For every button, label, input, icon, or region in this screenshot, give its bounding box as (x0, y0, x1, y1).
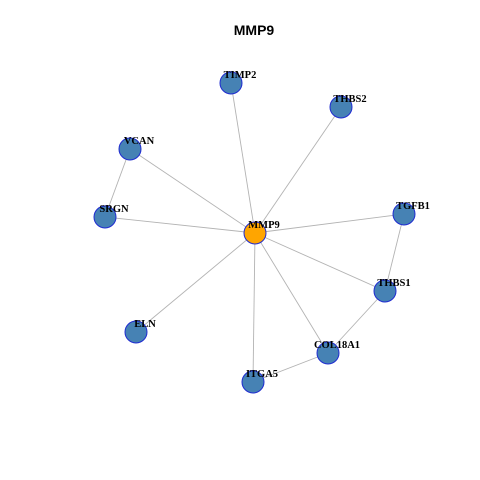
edge-tgfb1-thbs1 (384, 213, 405, 292)
node-circle (243, 221, 267, 245)
node-circle (392, 202, 416, 226)
edge-mmp9-itga5 (252, 232, 256, 383)
node-label: THBS2 (333, 94, 366, 105)
node-col18a1: COL18A1 (314, 340, 360, 365)
edge-col18a1-itga5 (252, 352, 329, 383)
edge-mmp9-thbs2 (254, 106, 342, 234)
node-mmp9: MMP9 (243, 220, 280, 245)
node-circle (219, 71, 243, 95)
node-circle (373, 279, 397, 303)
node-vcan: VCAN (118, 136, 155, 161)
node-label: VCAN (124, 136, 155, 147)
edge-mmp9-tgfb1 (254, 213, 405, 234)
edge-mmp9-vcan (129, 148, 256, 234)
node-label: MMP9 (248, 220, 280, 231)
node-timp2: TIMP2 (219, 70, 257, 95)
node-circle (118, 137, 142, 161)
node-circle (241, 370, 265, 394)
node-label: THBS1 (377, 278, 410, 289)
node-circle (316, 341, 340, 365)
edge-vcan-srgn (104, 148, 131, 218)
edge-mmp9-col18a1 (254, 232, 329, 354)
node-tgfb1: TGFB1 (392, 201, 430, 226)
node-circle (329, 95, 353, 119)
node-eln: ELN (124, 319, 156, 344)
node-srgn: SRGN (93, 204, 129, 229)
edge-mmp9-srgn (104, 216, 256, 234)
node-circle (124, 320, 148, 344)
edge-thbs1-col18a1 (327, 290, 386, 354)
node-label: COL18A1 (314, 340, 360, 351)
diagram-title: MMP9 (234, 22, 275, 38)
node-label: ITGA5 (246, 369, 278, 380)
node-label: TIMP2 (224, 70, 257, 81)
node-thbs2: THBS2 (329, 94, 367, 119)
node-label: SRGN (99, 204, 129, 215)
node-label: ELN (134, 319, 156, 330)
edge-mmp9-eln (135, 232, 256, 333)
node-thbs1: THBS1 (373, 278, 411, 303)
node-itga5: ITGA5 (241, 369, 278, 394)
node-circle (93, 205, 117, 229)
edge-mmp9-thbs1 (254, 232, 386, 292)
edge-mmp9-timp2 (230, 82, 256, 234)
edge-layer (104, 82, 405, 383)
node-label: TGFB1 (396, 201, 430, 212)
